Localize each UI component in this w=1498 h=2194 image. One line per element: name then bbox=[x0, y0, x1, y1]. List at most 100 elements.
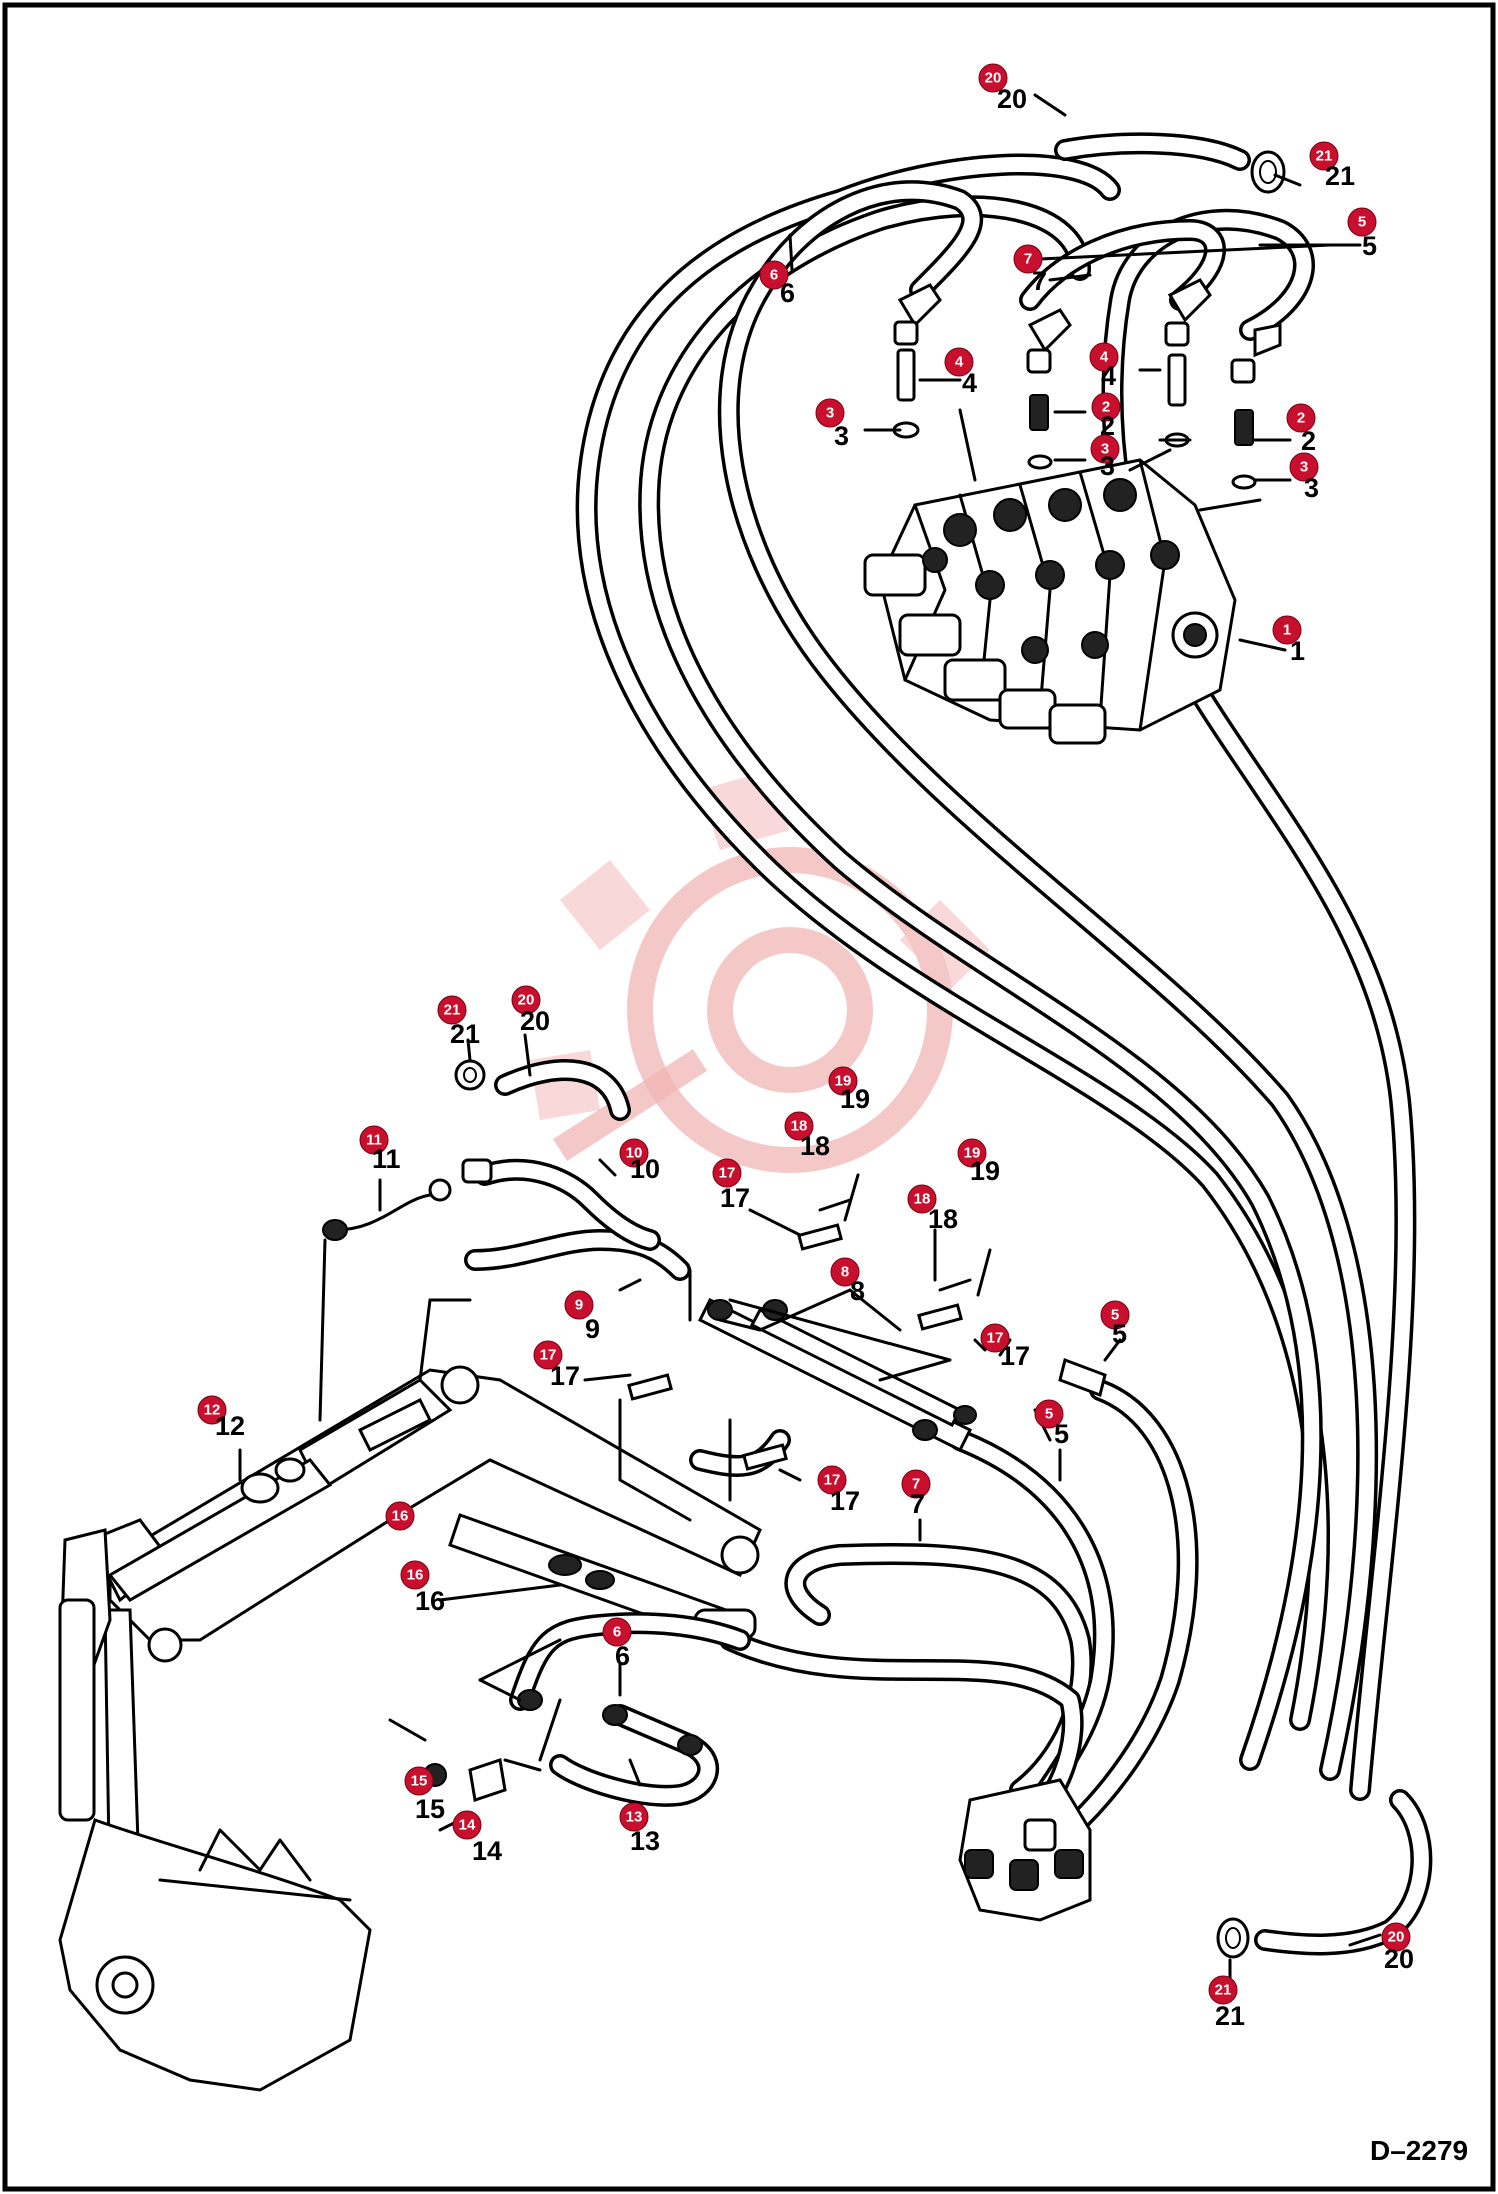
callout-18-left[interactable]: 18 18 bbox=[784, 1111, 830, 1161]
callout-20-middle[interactable]: 20 20 bbox=[511, 985, 550, 1036]
callout-19-right[interactable]: 19 19 bbox=[957, 1138, 1000, 1186]
svg-text:10: 10 bbox=[626, 1145, 643, 1162]
svg-text:5: 5 bbox=[1112, 1319, 1127, 1349]
svg-text:4: 4 bbox=[1101, 361, 1116, 391]
callout-3-center[interactable]: 3 3 bbox=[1090, 434, 1120, 481]
svg-text:7: 7 bbox=[912, 1476, 920, 1493]
boom-tubes bbox=[464, 1158, 1107, 1453]
callout-20-bottom[interactable]: 20 20 bbox=[1381, 1922, 1414, 1974]
callout-4-left[interactable]: 4 4 bbox=[944, 347, 977, 398]
callout-17-right[interactable]: 17 17 bbox=[980, 1323, 1030, 1371]
callout-12[interactable]: 12 12 bbox=[197, 1395, 245, 1441]
svg-text:19: 19 bbox=[840, 1084, 870, 1114]
svg-text:12: 12 bbox=[204, 1402, 221, 1419]
svg-text:6: 6 bbox=[780, 278, 795, 308]
callout-14[interactable]: 14 14 bbox=[452, 1810, 502, 1866]
valve-fittings bbox=[892, 278, 1282, 490]
svg-text:17: 17 bbox=[540, 1347, 557, 1364]
svg-text:1: 1 bbox=[1290, 636, 1305, 666]
callout-4-right[interactable]: 4 4 bbox=[1089, 342, 1119, 391]
callout-15[interactable]: 15 15 bbox=[404, 1766, 445, 1824]
callout-16-top[interactable]: 16 bbox=[385, 1501, 415, 1531]
svg-text:7: 7 bbox=[910, 1489, 925, 1519]
callout-21-middle[interactable]: 21 21 bbox=[437, 995, 480, 1049]
callout-1[interactable]: 1 1 bbox=[1272, 615, 1305, 666]
svg-text:14: 14 bbox=[459, 1817, 476, 1834]
svg-text:3: 3 bbox=[1101, 441, 1109, 458]
callout-17-bottom[interactable]: 17 17 bbox=[817, 1465, 860, 1516]
callout-16-bottom[interactable]: 16 16 bbox=[400, 1560, 445, 1616]
svg-text:5: 5 bbox=[1054, 1419, 1069, 1449]
svg-text:4: 4 bbox=[962, 368, 977, 398]
callout-9[interactable]: 9 9 bbox=[564, 1290, 600, 1344]
svg-text:19: 19 bbox=[970, 1156, 1000, 1186]
svg-text:3: 3 bbox=[1100, 451, 1115, 481]
svg-text:17: 17 bbox=[830, 1486, 860, 1516]
callout-19-left[interactable]: 19 19 bbox=[828, 1066, 870, 1114]
svg-text:17: 17 bbox=[550, 1361, 580, 1391]
callout-8[interactable]: 8 8 bbox=[830, 1257, 865, 1306]
svg-text:16: 16 bbox=[407, 1567, 424, 1584]
svg-text:21: 21 bbox=[1215, 1982, 1232, 1999]
svg-text:5: 5 bbox=[1045, 1406, 1053, 1423]
svg-text:3: 3 bbox=[1304, 473, 1319, 503]
callout-11[interactable]: 11 11 bbox=[359, 1125, 401, 1174]
callout-3-left[interactable]: 3 3 bbox=[815, 398, 849, 451]
callout-13[interactable]: 13 13 bbox=[619, 1802, 660, 1856]
svg-text:2: 2 bbox=[1301, 426, 1316, 456]
svg-text:4: 4 bbox=[955, 354, 964, 371]
svg-text:19: 19 bbox=[835, 1073, 852, 1090]
callout-10[interactable]: 10 10 bbox=[619, 1138, 660, 1184]
svg-text:18: 18 bbox=[791, 1118, 808, 1135]
svg-text:13: 13 bbox=[630, 1826, 660, 1856]
svg-text:8: 8 bbox=[850, 1276, 865, 1306]
svg-text:7: 7 bbox=[1024, 251, 1032, 268]
svg-text:21: 21 bbox=[450, 1019, 480, 1049]
svg-text:8: 8 bbox=[841, 1264, 849, 1281]
svg-text:3: 3 bbox=[834, 421, 849, 451]
svg-text:17: 17 bbox=[987, 1330, 1004, 1347]
callout-2-right[interactable]: 2 2 bbox=[1286, 403, 1316, 456]
svg-text:3: 3 bbox=[826, 405, 834, 422]
svg-text:6: 6 bbox=[770, 267, 778, 284]
svg-text:16: 16 bbox=[392, 1508, 409, 1525]
boom-cylinder bbox=[107, 1397, 433, 1602]
svg-text:16: 16 bbox=[415, 1586, 445, 1616]
svg-text:5: 5 bbox=[1111, 1307, 1119, 1324]
callout-21-bottom[interactable]: 21 21 bbox=[1208, 1975, 1245, 2031]
callout-6-top[interactable]: 6 6 bbox=[759, 260, 795, 308]
svg-text:2: 2 bbox=[1102, 399, 1110, 416]
svg-text:5: 5 bbox=[1362, 231, 1377, 261]
svg-text:15: 15 bbox=[415, 1794, 445, 1824]
drawing-number: D–2279 bbox=[1370, 2135, 1468, 2166]
callout-5-upper-right[interactable]: 5 5 bbox=[1100, 1300, 1130, 1349]
callout-18-right[interactable]: 18 18 bbox=[907, 1184, 958, 1234]
swing-fitting-block bbox=[958, 1778, 1092, 1922]
svg-text:21: 21 bbox=[1316, 148, 1333, 165]
callout-7-top[interactable]: 7 7 bbox=[1013, 244, 1047, 296]
svg-text:17: 17 bbox=[720, 1183, 750, 1213]
callout-3-right[interactable]: 3 3 bbox=[1289, 452, 1319, 503]
svg-text:6: 6 bbox=[613, 1624, 621, 1641]
svg-text:17: 17 bbox=[1000, 1341, 1030, 1371]
svg-text:18: 18 bbox=[928, 1204, 958, 1234]
callout-5-lower-right[interactable]: 5 5 bbox=[1034, 1399, 1069, 1449]
callout-21-top[interactable]: 21 21 bbox=[1309, 141, 1355, 191]
svg-text:20: 20 bbox=[520, 1006, 550, 1036]
svg-text:10: 10 bbox=[630, 1154, 660, 1184]
callout-6-bottom[interactable]: 6 6 bbox=[602, 1617, 632, 1671]
callout-2-center[interactable]: 2 2 bbox=[1091, 392, 1121, 441]
svg-text:21: 21 bbox=[1215, 2001, 1245, 2031]
svg-text:21: 21 bbox=[1325, 161, 1355, 191]
svg-text:14: 14 bbox=[472, 1836, 502, 1866]
callout-17-left[interactable]: 17 17 bbox=[533, 1340, 580, 1391]
control-valve-block bbox=[863, 458, 1237, 745]
callout-5-top[interactable]: 5 5 bbox=[1347, 207, 1377, 261]
callout-7-bottom[interactable]: 7 7 bbox=[901, 1469, 931, 1519]
svg-text:1: 1 bbox=[1283, 622, 1291, 639]
callout-17-top[interactable]: 17 17 bbox=[712, 1158, 750, 1213]
svg-text:2: 2 bbox=[1100, 411, 1115, 441]
callout-20-top[interactable]: 20 20 bbox=[978, 63, 1027, 114]
